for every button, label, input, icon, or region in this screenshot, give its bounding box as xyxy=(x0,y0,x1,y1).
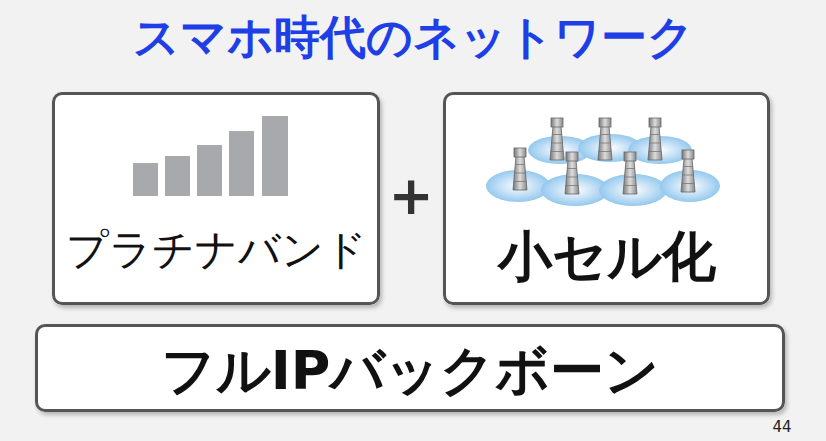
box-label: フルIPバックボーン xyxy=(161,340,660,402)
content-box: 小セル化 xyxy=(443,92,770,305)
content-box: フルIPバックボーン xyxy=(35,324,785,412)
box-fills xyxy=(35,92,785,412)
content-box: プラチナバンド xyxy=(52,92,380,305)
title: スマホ時代のネットワーク xyxy=(133,11,694,64)
box-label: 小セル化 xyxy=(498,226,716,288)
plus-sign: + xyxy=(388,165,433,227)
box-label: プラチナバンド xyxy=(66,226,367,274)
cell-towers xyxy=(513,118,695,194)
page-number: 44 xyxy=(772,419,791,436)
signal-bars xyxy=(133,116,288,196)
